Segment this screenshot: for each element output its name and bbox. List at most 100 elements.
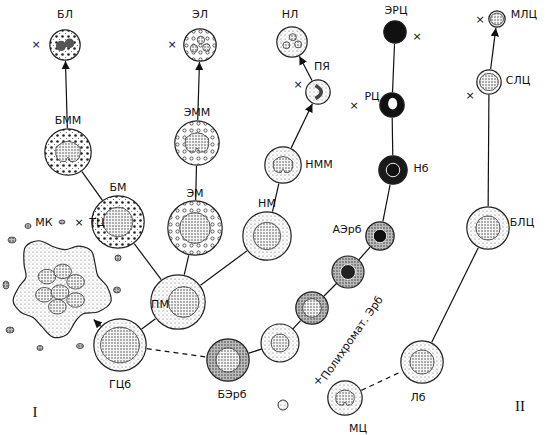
cell-label: МК (35, 217, 52, 228)
cell-label: ЭМ (186, 188, 203, 199)
lineage-line (134, 244, 161, 280)
small-cell (278, 400, 288, 410)
megakaryocyte-cell: МК (8, 235, 112, 339)
cell-outline (264, 146, 302, 184)
cell-outline (174, 120, 220, 166)
blood-cell: МЦ (327, 380, 363, 416)
cell-label: ЭММ (184, 107, 211, 118)
death-mark: × (465, 90, 474, 101)
death-mark: × (475, 14, 484, 25)
lineage-line (383, 185, 390, 222)
blood-cell: ЭМ (167, 200, 223, 256)
cell-outline (383, 20, 407, 44)
blood-cell: НММ (264, 146, 302, 184)
cell-outline (206, 338, 250, 382)
blood-cell: РЦ (379, 92, 405, 118)
lineage-line (488, 95, 490, 206)
cell-outline (93, 318, 147, 372)
death-mark: × (74, 217, 83, 228)
lineage-line (324, 247, 370, 296)
cell-label: БМ (109, 182, 126, 193)
lineage-line (291, 104, 312, 148)
cell-outline (276, 26, 308, 58)
blood-cell: СЛЦ (476, 69, 502, 95)
cell-outline (378, 155, 408, 185)
cell-outline (466, 206, 510, 250)
lineage-line (299, 56, 312, 80)
blood-cell: БЛ (49, 29, 81, 61)
cell-outline (44, 128, 92, 176)
cell-nucleus (271, 334, 289, 352)
cell-label: ПМ (151, 299, 169, 310)
blood-cell: Нб (378, 155, 408, 185)
blood-cell: ГЦб (93, 318, 147, 372)
cell-label: БЛ (57, 9, 73, 20)
series-numeral: II (515, 399, 525, 414)
blood-cell: Лб (400, 340, 444, 384)
blood-cell: ЭЛ (183, 28, 217, 62)
cell-outline (242, 211, 292, 261)
cell-outline (476, 69, 502, 95)
erythroblast-cell (332, 256, 364, 288)
blood-cell: Полихромат. Эрб (295, 291, 329, 325)
blood-cell: ЭММ (174, 120, 220, 166)
cell-outline (379, 92, 405, 118)
death-mark: × (293, 79, 302, 90)
lineage-line (249, 321, 301, 354)
lineage-line (147, 349, 206, 357)
cell-outline (183, 28, 217, 62)
cell-label: НММ (305, 159, 332, 170)
cell-label: СЛЦ (506, 75, 531, 86)
lineage-line (82, 172, 102, 200)
blood-cell: НМ (242, 211, 292, 261)
blood-cell: НЛ (276, 26, 308, 58)
lineage-line (432, 248, 479, 343)
blood-cell: ПЯ (305, 79, 331, 105)
platelet-label: ТЦ (89, 217, 104, 228)
cell-outline (8, 235, 112, 339)
death-mark: × (167, 39, 176, 50)
lineage-line (94, 320, 101, 327)
lineage-line (200, 251, 246, 285)
cell-outline (167, 200, 223, 256)
cell-outline (327, 380, 363, 416)
blood-cell: ЭРЦ (383, 20, 407, 44)
erythroblast-cell (261, 324, 299, 362)
blood-cell: БЭрб (206, 338, 250, 382)
cell-label: ПЯ (314, 61, 330, 72)
cell-label: НМ (258, 198, 276, 209)
blood-cell: БММ (44, 128, 92, 176)
death-mark: × (313, 375, 322, 386)
blood-cell: БЛЦ (466, 206, 510, 250)
lineage-line (393, 44, 395, 92)
cell-label: МЦ (349, 423, 367, 434)
cell-label: НЛ (282, 9, 299, 20)
death-mark: × (31, 39, 40, 50)
cell-label: Нб (413, 163, 428, 174)
cell-label: Лб (410, 392, 425, 403)
death-mark: × (349, 100, 358, 111)
lineage-line (491, 28, 496, 69)
blood-cell: ПМ (150, 274, 206, 330)
cell-outline (295, 291, 329, 325)
lineage-line (361, 371, 402, 390)
cell-label: БММ (55, 115, 82, 126)
cell-label: ГЦб (109, 379, 131, 390)
cell-outline (49, 29, 81, 61)
cell-label: БЛЦ (510, 217, 534, 228)
cell-nucleus (341, 265, 356, 280)
death-mark: × (412, 31, 421, 42)
cell-label: Полихромат. Эрб (319, 294, 385, 382)
cell-label: АЭрб (333, 224, 362, 235)
cell-outline (305, 79, 331, 105)
cell-outline (365, 221, 395, 251)
cell-label: РЦ (364, 91, 379, 102)
blood-cell: АЭрб (365, 221, 395, 251)
cell-label: ЭРЦ (385, 5, 408, 16)
series-numeral: I (33, 405, 38, 420)
cell-label: БЭрб (218, 389, 247, 400)
cell-label: ЭЛ (192, 9, 208, 20)
lineage-line (392, 118, 394, 155)
lineage-line (184, 255, 188, 274)
